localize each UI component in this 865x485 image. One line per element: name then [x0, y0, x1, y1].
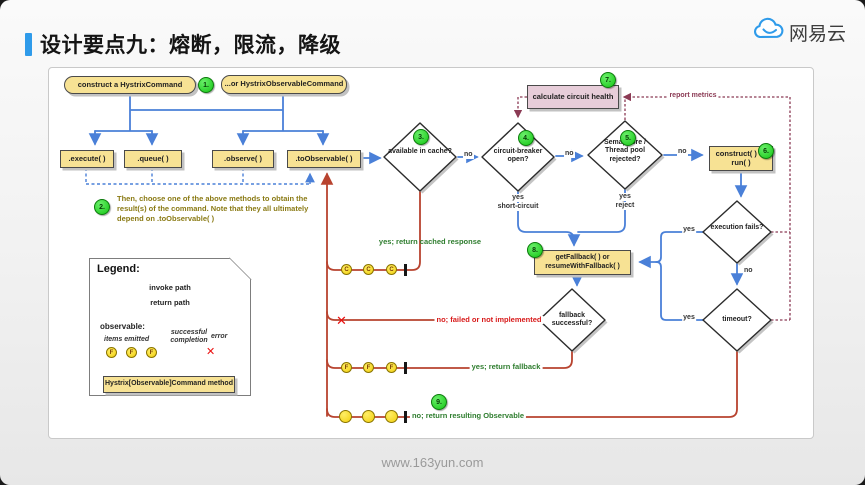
edge-label-yes-shortcircuit-2: short-circuit	[496, 203, 540, 212]
logo-text: 网易云	[789, 23, 847, 45]
return-label-fallback: yes; return fallback	[469, 362, 543, 372]
netease-cloud-logo: 网易云	[752, 16, 846, 48]
note-choose-method: Then, choose one of the above methods to…	[117, 194, 309, 223]
decision-timeout-label: timeout?	[722, 316, 752, 323]
return-label-cached: yes; return cached response	[378, 237, 482, 246]
page-title: 设计要点九：熔断，限流，降级	[40, 34, 341, 57]
legend-observable-heading: observable:	[100, 322, 145, 331]
edge-label-no-circuit: no	[564, 150, 575, 159]
edge-label-yes-reject-2: reject	[614, 202, 636, 211]
return-label-observable: no; return resulting Observable	[409, 411, 527, 421]
decision-execfails-shape	[702, 200, 772, 264]
edge-label-yes-reject-1: yes	[618, 193, 632, 202]
node-observe: .observe( )	[212, 150, 274, 168]
footer-url: www.163yun.com	[381, 455, 484, 470]
legend-marble-2: F	[126, 347, 137, 358]
marble-cached-3: C	[386, 264, 397, 275]
decision-cache-label: available in cache?	[388, 148, 452, 155]
marble-observable-3	[385, 410, 398, 423]
legend-items-emitted-label: items emitted	[104, 336, 150, 343]
node-circuit-health: calculate circuit health	[527, 85, 619, 109]
edge-label-yes-shortcircuit-1: yes	[511, 194, 525, 203]
marble-observable-2	[362, 410, 375, 423]
legend-method-box: Hystrix[Observable]Command method	[103, 376, 235, 393]
edge-label-no-execfails: no	[743, 267, 754, 276]
edge-label-no-semaphore: no	[677, 148, 688, 157]
step-badge-9: 9.	[431, 394, 447, 410]
marble-fallback-3: F	[386, 362, 397, 373]
marble-observable-1	[339, 410, 352, 423]
marble-fallback-2: F	[363, 362, 374, 373]
decision-execfails-label: execution fails?	[710, 224, 764, 231]
step-badge-7: 7.	[600, 72, 616, 88]
legend-invoke-path-label: invoke path	[147, 283, 193, 293]
edge-label-report-metrics: report metrics	[667, 92, 719, 100]
node-queue: .queue( )	[124, 150, 182, 168]
decision-semaphore-shape	[587, 120, 663, 190]
error-x-icon: ✕	[336, 313, 347, 328]
step-badge-6: 6.	[758, 143, 774, 159]
legend-title: Legend:	[97, 263, 140, 275]
legend-panel	[89, 258, 251, 396]
step-badge-8: 8.	[527, 242, 543, 258]
legend-marble-1: F	[106, 347, 117, 358]
step-badge-3: 3.	[413, 129, 429, 145]
decision-timeout-shape	[702, 288, 772, 352]
legend-successful-completion-label: successful completion	[170, 329, 208, 345]
netease-cloud-logo-icon	[752, 16, 786, 48]
node-construct-command: construct a HystrixCommand	[64, 76, 196, 94]
edge-label-no-cache: no	[463, 151, 474, 160]
decision-fallback-shape	[538, 288, 606, 352]
decision-circuit-shape	[481, 122, 555, 192]
marble-cached-1: C	[341, 264, 352, 275]
step-badge-2: 2.	[94, 199, 110, 215]
decision-circuit-label: circuit-breaker open?	[493, 148, 543, 164]
step-badge-1: 1.	[198, 77, 214, 93]
step-badge-5: 5.	[620, 130, 636, 146]
decision-fallback-label: fallback successful?	[551, 312, 593, 328]
legend-return-path-label: return path	[148, 298, 192, 308]
node-construct-observable: ...or HystrixObservableCommand	[221, 75, 347, 94]
legend-error-label: error	[211, 333, 228, 340]
legend-marble-3: F	[146, 347, 157, 358]
marble-fallback-1: F	[341, 362, 352, 373]
title-accent-bar	[25, 33, 32, 56]
node-execute: .execute( )	[60, 150, 114, 168]
legend-error-x-icon: ✕	[206, 346, 216, 358]
edge-label-yes-execfails: yes	[682, 226, 696, 235]
marble-cached-2: C	[363, 264, 374, 275]
return-label-failed: no; failed or not implemented	[434, 315, 544, 325]
step-badge-4: 4.	[518, 130, 534, 146]
node-to-observable: .toObservable( )	[287, 150, 361, 168]
node-get-fallback: getFallback( ) or resumeWithFallback( )	[534, 250, 631, 275]
decision-cache-shape	[383, 122, 457, 192]
edge-label-yes-timeout: yes	[682, 314, 696, 323]
